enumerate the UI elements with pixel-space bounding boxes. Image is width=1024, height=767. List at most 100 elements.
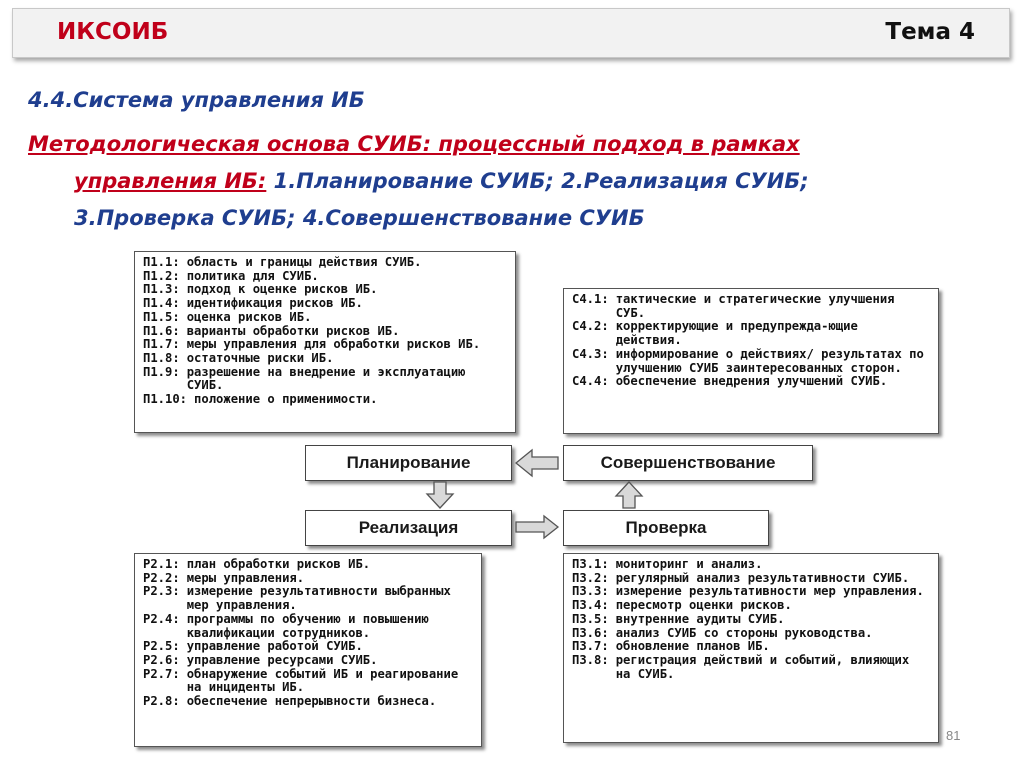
implementation-list: Р2.1:план обработки рисков ИБ.Р2.2:меры … [135, 554, 481, 713]
improvement-node: Совершенствование [563, 445, 813, 481]
item-text: подход к оценке рисков ИБ. [186, 282, 378, 297]
list-item: П3.6:анализ СУИБ со стороны руководства. [572, 625, 930, 641]
arrow-left-icon [514, 448, 559, 478]
item-code: П3.5: [572, 611, 609, 626]
list-item: Р2.4:программы по обучению и повышению к… [143, 611, 473, 640]
list-item: Р2.8: обеспечение непрерывности бизнеса. [143, 694, 473, 709]
item-text: управление работой СУИБ. [186, 639, 363, 654]
list-item: Р2.2:меры управления. [143, 570, 473, 586]
list-item: П3.2: регулярный анализ результативности … [572, 570, 930, 586]
intro-red-line2: управления ИБ: [74, 169, 267, 193]
item-code: П3.3: [572, 584, 609, 599]
item-code: П3.2: [572, 570, 609, 585]
item-text: внутренние аудиты СУИБ. [615, 611, 785, 626]
item-text: обновление планов ИБ. [615, 639, 770, 654]
list-item: Р2.3:измерение результативности выбранны… [143, 584, 473, 613]
item-code: Р2.5: [143, 639, 180, 654]
item-text: варианты обработки рисков ИБ. [186, 323, 400, 338]
item-text: обнаружение событий ИБ и реагирование на… [186, 666, 459, 695]
item-code: П1.8: [143, 350, 180, 365]
item-code: П1.3: [143, 282, 180, 297]
item-code: П3.4: [572, 598, 609, 613]
arrow-down-icon [425, 481, 455, 509]
item-text: оценка рисков ИБ. [186, 309, 312, 324]
list-item: П1.2: политика для СУИБ. [143, 268, 507, 284]
list-item: П1.3: подход к оценке рисков ИБ. [143, 283, 507, 297]
item-text: положение о применимости. [194, 392, 378, 407]
item-code: П1.7: [143, 337, 180, 352]
list-item: С4.2: корректирующие и предупрежда-ющие д… [572, 319, 930, 348]
item-text: мониторинг и анализ. [615, 557, 763, 571]
list-item: П1.8: остаточные риски ИБ. [143, 350, 507, 366]
item-text: идентификация рисков ИБ. [186, 296, 363, 311]
list-item: П3.8:регистрация действий и событий, вли… [572, 652, 930, 681]
check-details-box: П3.1: мониторинг и анализ. П3.2: регулярный… [563, 553, 939, 743]
list-item: Р2.5: управление работой СУИБ. [143, 640, 473, 654]
item-code: П1.4: [143, 296, 180, 311]
implementation-details-box: Р2.1:план обработки рисков ИБ.Р2.2:меры … [134, 553, 482, 747]
item-text: пересмотр оценки рисков. [615, 598, 792, 613]
list-item: П3.4: пересмотр оценки рисков. [572, 598, 930, 613]
list-item: П3.1: мониторинг и анализ. [572, 557, 930, 572]
section-heading: 4.4.Система управления ИБ [28, 88, 365, 112]
check-node: Проверка [563, 510, 769, 546]
item-code: П1.6: [143, 323, 180, 338]
item-text: область и границы действия СУИБ. [186, 255, 422, 269]
arrow-right-icon [515, 514, 560, 540]
item-text: остаточные риски ИБ. [186, 350, 334, 365]
item-code: П1.9: [143, 364, 180, 379]
implementation-node: Реализация [305, 510, 512, 546]
list-item: П1.7: меры управления для обработки риско… [143, 338, 507, 352]
check-list: П3.1: мониторинг и анализ. П3.2: регулярный… [564, 554, 938, 685]
item-text: обеспечение непрерывности бизнеса. [186, 694, 437, 709]
topic-label: Тема 4 [885, 19, 975, 45]
list-item: Р2.6: управление ресурсами СУИБ. [143, 652, 473, 668]
improvement-details-box: С4.1: тактические и стратегические улучше… [563, 288, 939, 434]
item-code: С4.3: [572, 346, 609, 361]
intro-text: Методологическая основа СУИБ: процессный… [28, 126, 948, 237]
item-text: политика для СУИБ. [186, 268, 319, 283]
item-code: П1.2: [143, 268, 180, 283]
page-number: 81 [946, 728, 961, 743]
intro-red-line1: Методологическая основа СУИБ: процессный… [28, 132, 800, 156]
item-text: управление ресурсами СУИБ. [186, 652, 378, 667]
item-code: П1.1: [143, 255, 180, 269]
item-code: Р2.6: [143, 652, 180, 667]
item-text: измерение результативности выбранных мер… [186, 584, 451, 613]
item-text: план обработки рисков ИБ. [186, 557, 371, 571]
item-code: Р2.4: [143, 611, 180, 626]
list-item: С4.4: обеспечение внедрения улучшений СУИ… [572, 375, 930, 389]
item-code: С4.1: [572, 292, 609, 306]
intro-line2: управления ИБ: 1.Планирование СУИБ; 2.Ре… [28, 163, 948, 200]
item-text: измерение результативности мер управлени… [615, 584, 924, 599]
item-code: П3.7: [572, 639, 609, 654]
item-text: корректирующие и предупрежда-ющие действ… [615, 319, 858, 348]
item-code: С4.4: [572, 374, 609, 389]
arrow-up-icon [614, 481, 644, 509]
item-text: регистрация действий и событий, влияющих… [615, 652, 910, 681]
item-text: меры управления. [186, 570, 305, 585]
item-code: С4.2: [572, 319, 609, 334]
list-item: П3.7: обновление планов ИБ. [572, 640, 930, 654]
list-item: Р2.1:план обработки рисков ИБ. [143, 557, 473, 572]
planning-list: П1.1:область и границы действия СУИБ.П1.… [135, 252, 515, 411]
planning-node: Планирование [305, 445, 512, 481]
item-text: регулярный анализ результативности СУИБ. [615, 570, 910, 585]
item-text: меры управления для обработки рисков ИБ. [186, 337, 481, 352]
item-code: Р2.8: [143, 694, 180, 709]
item-code: П1.5: [143, 309, 180, 324]
item-text: анализ СУИБ со стороны руководства. [615, 625, 873, 640]
item-text: тактические и стратегические улучшения С… [615, 292, 895, 320]
list-item: П3.5: внутренние аудиты СУИБ. [572, 611, 930, 627]
item-code: П3.1: [572, 557, 609, 571]
list-item: Р2.7:обнаружение событий ИБ и реагирован… [143, 666, 473, 695]
list-item: П1.9: разрешение на внедрение и эксплуата… [143, 364, 507, 393]
planning-details-box: П1.1:область и границы действия СУИБ.П1.… [134, 251, 516, 433]
item-text: обеспечение внедрения улучшений СУИБ. [615, 374, 888, 389]
item-text: разрешение на внедрение и эксплуатацию С… [186, 364, 466, 393]
list-item: П1.1: область и границы действия СУИБ. [143, 255, 507, 270]
intro-line3: 3.Проверка СУИБ; 4.Совершенствование СУИ… [74, 206, 645, 230]
list-item: П1.10:положение о применимости. [143, 392, 507, 407]
list-item: П1.5: оценка рисков ИБ. [143, 309, 507, 325]
slide-header: ИКСОИБ Тема 4 [12, 8, 1010, 58]
